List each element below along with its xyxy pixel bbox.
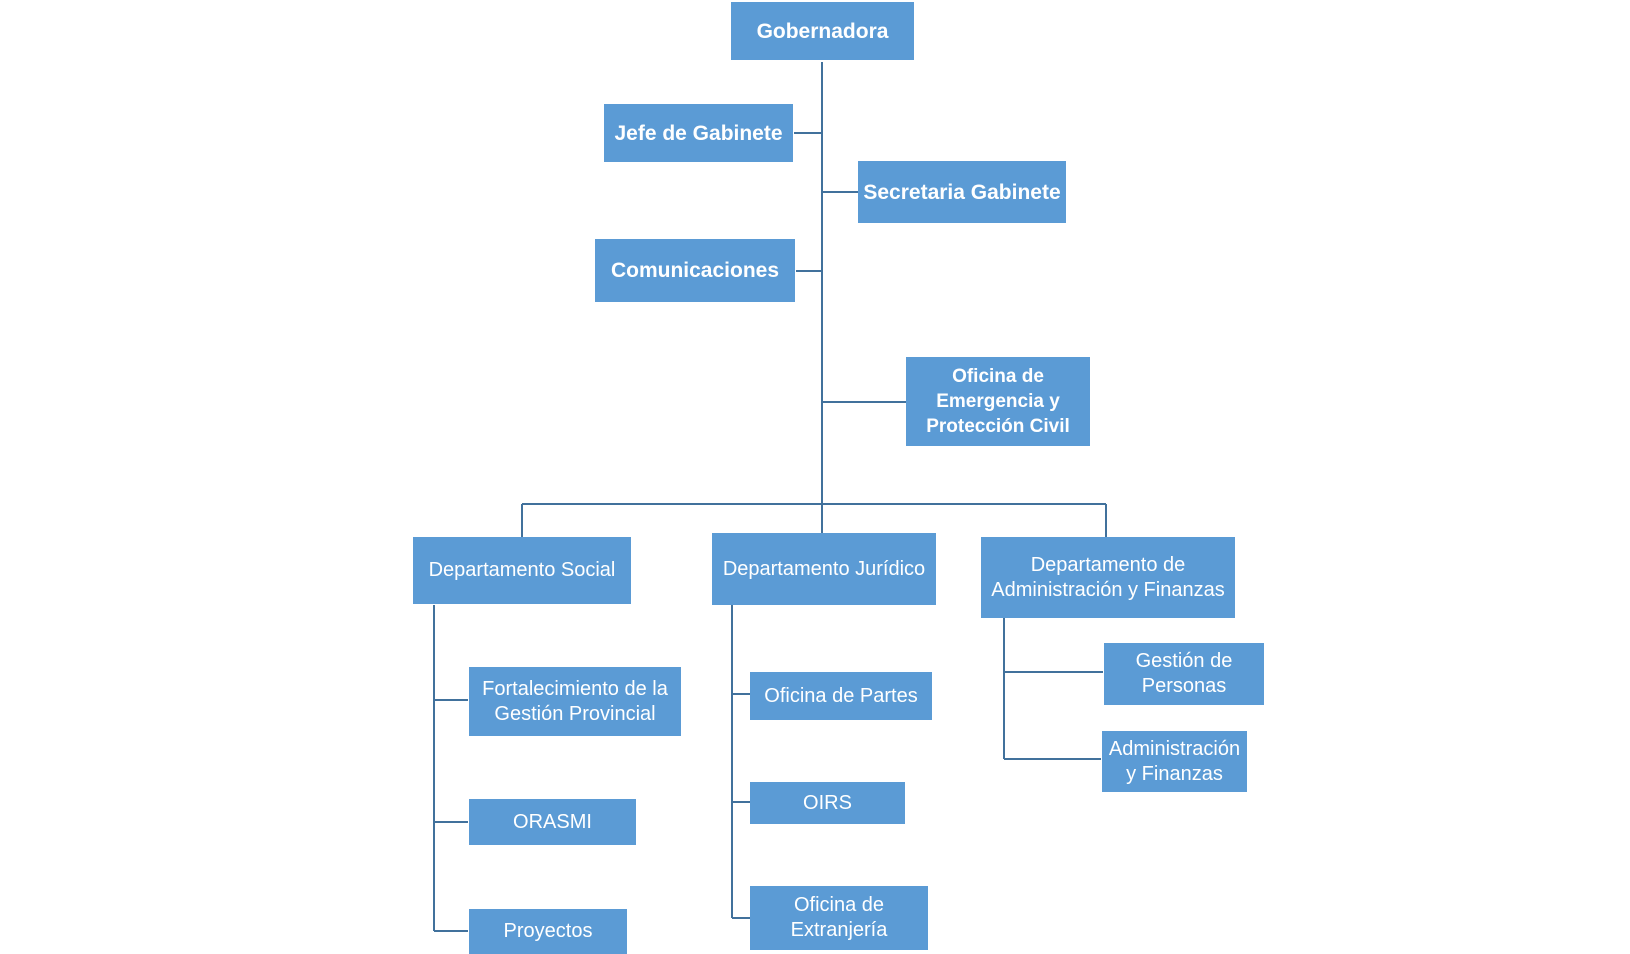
node-gobernadora: Gobernadora [731, 2, 914, 60]
node-depto-social: Departamento Social [413, 537, 631, 604]
node-administracion-finanzas: Administración y Finanzas [1102, 731, 1247, 792]
node-oficina-emergencia: Oficina de Emergencia y Protección Civil [906, 357, 1090, 446]
node-fortalecimiento: Fortalecimiento de la Gestión Provincial [469, 667, 681, 736]
node-oirs: OIRS [750, 782, 905, 824]
node-gestion-personas: Gestión de Personas [1104, 643, 1264, 705]
node-jefe-gabinete: Jefe de Gabinete [604, 104, 793, 162]
node-orasmi: ORASMI [469, 799, 636, 845]
node-proyectos: Proyectos [469, 909, 627, 954]
node-depto-juridico: Departamento Jurídico [712, 533, 936, 605]
node-depto-admin: Departamento de Administración y Finanza… [981, 537, 1235, 618]
node-secretaria-gabinete: Secretaria Gabinete [858, 161, 1066, 223]
node-oficina-extranjeria: Oficina de Extranjería [750, 886, 928, 950]
node-oficina-partes: Oficina de Partes [750, 672, 932, 720]
node-comunicaciones: Comunicaciones [595, 239, 795, 302]
